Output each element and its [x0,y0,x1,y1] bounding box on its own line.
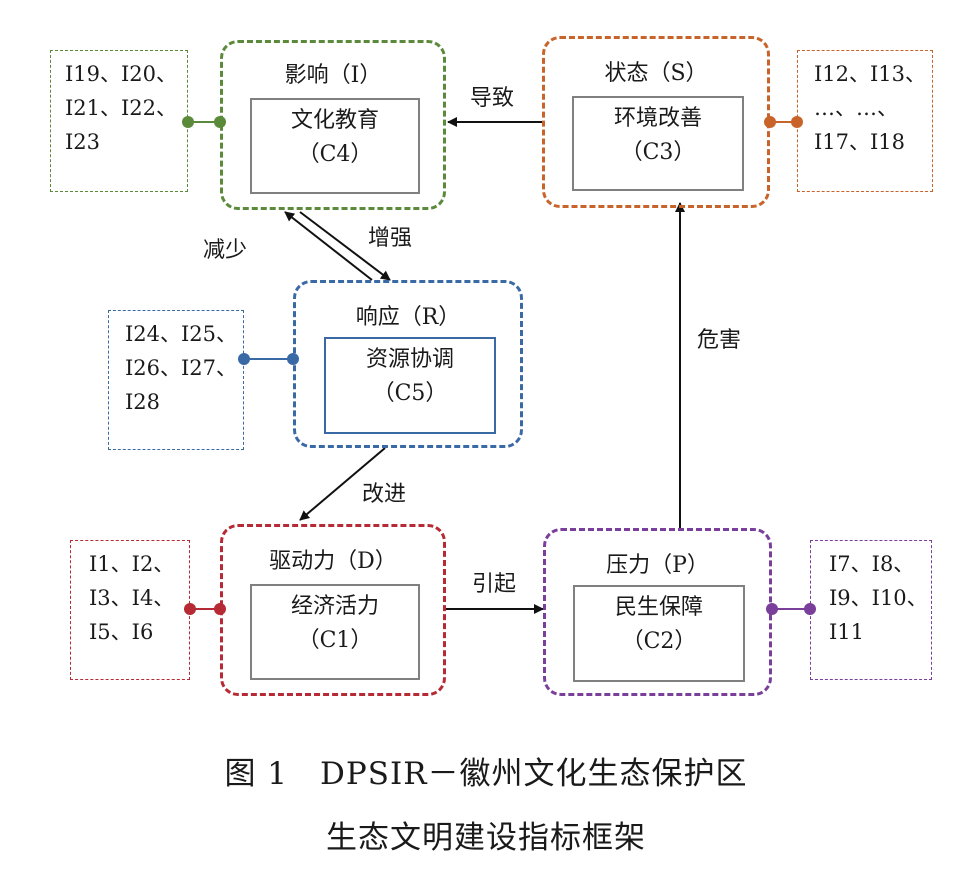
driver-title: 驱动力（D） [269,549,397,574]
pressure-title: 压力（P） [606,553,709,578]
state-name: 环境改善 [613,106,702,131]
edge-label-enhance: 增强 [368,226,413,251]
state-code: （C3） [620,140,696,165]
impact-node: 影响（I） 文化教育 （C4） [220,40,446,210]
response-name: 资源协调 [365,347,454,372]
impact-code: （C4） [297,142,373,167]
state-node: 状态（S） 环境改善 （C3） [542,36,770,208]
pressure-node: 压力（P） 民生保障 （C2） [543,528,772,696]
impact-title: 影响（I） [284,63,382,88]
response-indicator-link [238,353,299,365]
driver-code: （C1） [297,628,373,653]
driver-node: 驱动力（D） 经济活力 （C1） [220,524,446,696]
driver-indicators: I1、I2、 I3、I4、 I5、I6 [70,540,190,680]
response-indicators: I24、I25、 I26、I27、 I28 [108,310,244,450]
edge-label-reduce: 减少 [203,238,248,263]
impact-indicators: I19、I20、 I21、I22、 I23 [50,50,188,192]
figure-caption-line1: 图 1 DPSIR－徽州文化生态保护区 [224,756,748,792]
pressure-indicator-link [766,603,816,615]
edge-label-harm: 危害 [697,328,742,353]
figure-caption-line2: 生态文明建设指标框架 [326,820,646,856]
state-indicators: I12、I13、 …、…、 I17、I18 [797,50,933,192]
response-title: 响应（R） [355,305,461,330]
pressure-indicators: I7、I8、 I9、I10、 I11 [810,540,932,680]
edge-label-induce: 引起 [472,572,517,597]
driver-indicator-link [184,603,226,615]
arrow-response-to-driver [299,447,386,521]
response-inner-box: 资源协调 （C5） [324,337,496,434]
arrow-impact-to-response [299,211,391,281]
edge-label-improve: 改进 [362,482,407,507]
arrow-response-to-impact [284,211,373,281]
impact-name: 文化教育 [290,108,379,133]
impact-indicator-link [182,116,226,128]
edge-label-cause: 导致 [470,86,515,111]
driver-name: 经济活力 [290,594,379,619]
pressure-code: （C2） [621,629,697,654]
state-inner-box: 环境改善 （C3） [572,96,744,191]
pressure-name: 民生保障 [614,595,703,620]
response-code: （C5） [372,381,448,406]
driver-inner-box: 经济活力 （C1） [250,584,420,680]
impact-inner-box: 文化教育 （C4） [250,98,420,194]
pressure-inner-box: 民生保障 （C2） [573,585,745,682]
response-node: 响应（R） 资源协调 （C5） [293,280,523,448]
state-title: 状态（S） [604,61,708,86]
